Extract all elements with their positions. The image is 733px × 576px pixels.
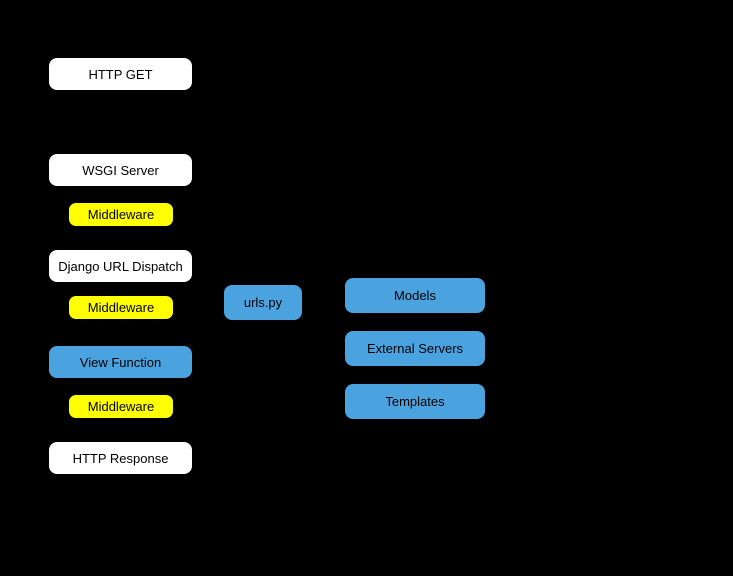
node-wsgi-server: WSGI Server <box>48 153 193 187</box>
node-view-function: View Function <box>48 345 193 379</box>
node-templates: Templates <box>344 383 486 420</box>
node-django-url-dispatch: Django URL Dispatch <box>48 249 193 283</box>
node-middleware-request-2: Middleware <box>68 295 174 320</box>
node-urls-py: urls.py <box>223 284 303 321</box>
node-middleware-response: Middleware <box>68 394 174 419</box>
node-middleware-request-1: Middleware <box>68 202 174 227</box>
node-http-get: HTTP GET <box>48 57 193 91</box>
node-external-servers: External Servers <box>344 330 486 367</box>
node-http-response: HTTP Response <box>48 441 193 475</box>
node-models: Models <box>344 277 486 314</box>
